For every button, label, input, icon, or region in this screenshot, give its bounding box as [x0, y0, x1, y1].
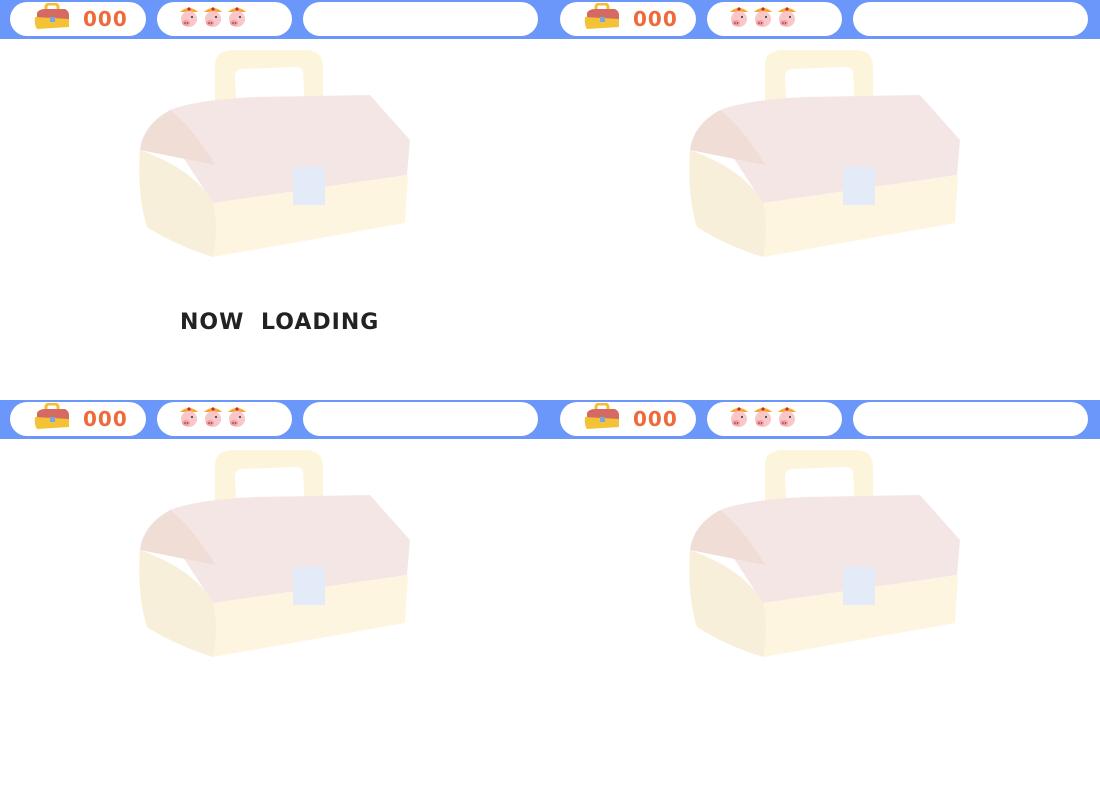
lives-counter: [707, 402, 842, 436]
toolbox-icon: [33, 402, 71, 435]
game-tile: 000: [0, 400, 550, 800]
hud-bar: 000: [550, 0, 1100, 39]
game-tile: 000 NOW LOADING: [0, 0, 550, 400]
lives-counter: [157, 402, 292, 436]
coin-count: 000: [633, 7, 678, 31]
pig-life-icon: [201, 404, 225, 434]
pig-life-icon: [751, 4, 775, 34]
toolbox-image: [685, 45, 965, 269]
pig-life-icon: [177, 4, 201, 34]
loading-text: NOW LOADING: [180, 310, 380, 335]
pig-life-icon: [201, 4, 225, 34]
coin-count: 000: [83, 407, 128, 431]
game-tile: 000: [550, 0, 1100, 400]
toolbox-image: [135, 445, 415, 669]
game-tile: 000: [550, 400, 1100, 800]
hud-bar: 000: [0, 0, 550, 39]
status-panel: [303, 2, 538, 36]
hud-bar: 000: [550, 400, 1100, 439]
pig-life-icon: [727, 404, 751, 434]
status-panel: [853, 2, 1088, 36]
coin-counter: 000: [10, 2, 146, 36]
status-panel: [853, 402, 1088, 436]
pig-life-icon: [225, 404, 249, 434]
toolbox-image: [685, 445, 965, 669]
coin-count: 000: [83, 7, 128, 31]
coin-counter: 000: [560, 402, 696, 436]
coin-counter: 000: [560, 2, 696, 36]
pig-life-icon: [775, 404, 799, 434]
toolbox-icon: [33, 2, 71, 35]
pig-life-icon: [727, 4, 751, 34]
pig-life-icon: [225, 4, 249, 34]
toolbox-icon: [583, 2, 621, 35]
lives-counter: [707, 2, 842, 36]
toolbox-image: [135, 45, 415, 269]
pig-life-icon: [751, 404, 775, 434]
lives-counter: [157, 2, 292, 36]
toolbox-icon: [583, 402, 621, 435]
status-panel: [303, 402, 538, 436]
coin-counter: 000: [10, 402, 146, 436]
coin-count: 000: [633, 407, 678, 431]
pig-life-icon: [775, 4, 799, 34]
hud-bar: 000: [0, 400, 550, 439]
pig-life-icon: [177, 404, 201, 434]
